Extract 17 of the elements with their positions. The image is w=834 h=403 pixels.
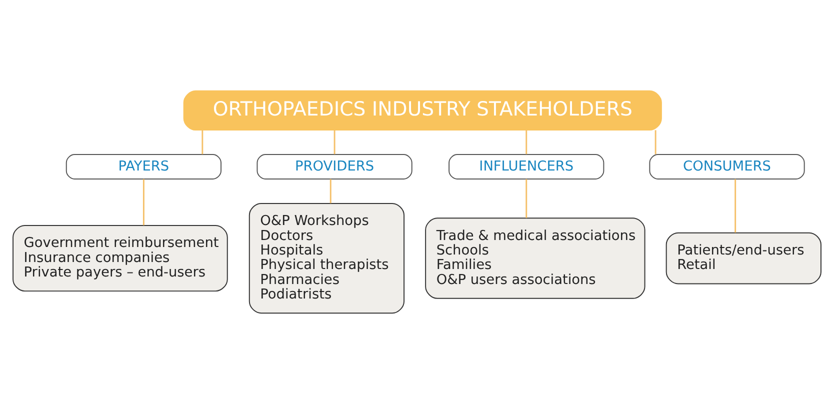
connector [526, 130, 528, 154]
connector [734, 178, 736, 232]
connector [142, 178, 144, 225]
connector [334, 130, 336, 154]
node-box: PAYERS [66, 154, 222, 179]
node-box: CONSUMERS [649, 154, 805, 179]
node-box: Trade & medical associations Schools Families O&P users associations [425, 217, 646, 298]
node-box: Government reimbursement Insurance companies Private payers – end-users [12, 224, 228, 292]
connector [654, 130, 656, 154]
node-box: Patients/end-users Retail [666, 232, 822, 284]
connector [330, 178, 332, 203]
connector [202, 130, 204, 154]
connector [526, 178, 528, 218]
node-box: O&P Workshops Doctors Hospitals Physical therapists Pharmacies Podiatrists [248, 202, 405, 314]
node-box: PROVIDERS [256, 154, 412, 179]
node-box: ORTHOPAEDICS INDUSTRY STAKEHOLDERS [183, 90, 662, 130]
node-box: INFLUENCERS [448, 154, 604, 179]
